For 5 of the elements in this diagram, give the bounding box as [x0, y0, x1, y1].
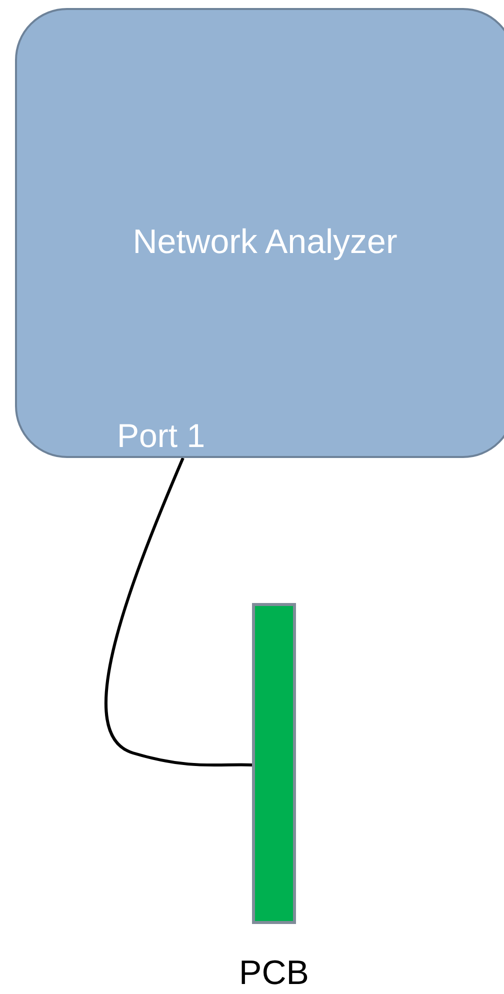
port-label: Port 1	[117, 414, 206, 458]
cable	[104, 457, 254, 767]
instrument-box	[15, 8, 504, 458]
board-label: PCB	[239, 953, 309, 994]
device-label: Network Analyzer	[132, 222, 398, 263]
